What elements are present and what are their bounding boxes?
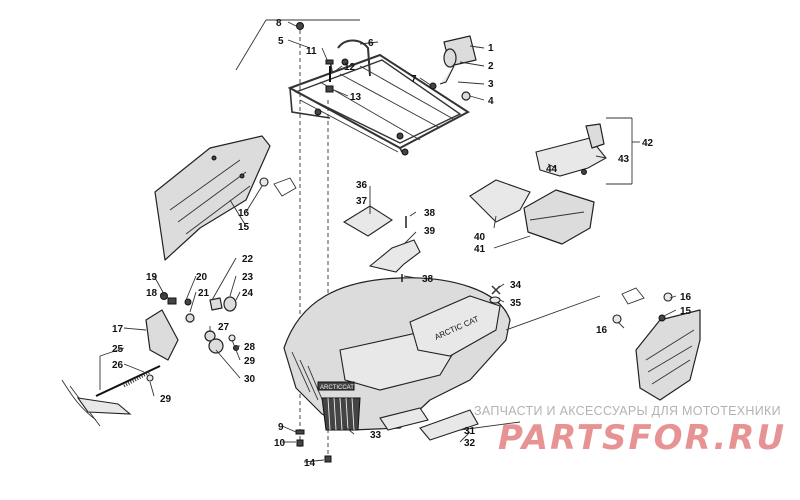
headlight-adjuster-assembly (61, 292, 239, 427)
callout-19: 19 (146, 272, 158, 283)
watermark-caption: ЗАПЧАСТИ И АКСЕССУАРЫ ДЛЯ МОТОТЕХНИКИ (474, 404, 781, 418)
storage-compartment (469, 123, 607, 245)
callout-15-left: 15 (238, 222, 250, 233)
callout-15-right: 15 (680, 306, 692, 317)
callout-labels: 8 5 6 1 2 3 4 7 11 12 13 16 15 42 43 44 … (112, 18, 692, 469)
nut-10 (296, 439, 304, 447)
callout-14: 14 (304, 458, 316, 469)
right-side-panel (612, 287, 701, 401)
callout-25: 25 (112, 344, 124, 355)
callout-3: 3 (488, 79, 494, 90)
callout-22: 22 (242, 254, 254, 265)
callout-23: 23 (242, 272, 254, 283)
callout-1: 1 (488, 43, 494, 54)
callout-27: 27 (218, 322, 230, 333)
callout-43: 43 (618, 154, 630, 165)
callout-16-right-low: 16 (596, 325, 608, 336)
mirror-assembly (429, 35, 477, 101)
callout-12: 12 (344, 62, 356, 73)
leader-lines (99, 19, 677, 463)
callout-20: 20 (196, 272, 208, 283)
callout-32: 32 (464, 438, 476, 449)
callout-2: 2 (488, 61, 494, 72)
callout-7: 7 (411, 74, 417, 85)
callout-30: 30 (244, 374, 256, 385)
callout-29-right: 29 (244, 356, 256, 367)
nut-14 (324, 455, 332, 463)
callout-26: 26 (112, 360, 124, 371)
washer-35 (489, 296, 501, 304)
callout-10: 10 (274, 438, 286, 449)
callout-16-right-high: 16 (680, 292, 692, 303)
callout-28: 28 (244, 342, 256, 353)
callout-41: 41 (474, 244, 486, 255)
callout-38-top: 38 (424, 208, 436, 219)
callout-21: 21 (198, 288, 210, 299)
callout-44: 44 (546, 164, 558, 175)
callout-4: 4 (488, 96, 494, 107)
callout-39: 39 (424, 226, 436, 237)
rack (287, 39, 470, 156)
callout-13: 13 (350, 92, 362, 103)
washer-9 (295, 429, 305, 435)
callout-9: 9 (278, 422, 284, 433)
washer-11 (325, 59, 334, 65)
callout-34: 34 (510, 280, 522, 291)
callout-42: 42 (642, 138, 654, 149)
callout-29-left: 29 (160, 394, 172, 405)
callout-11: 11 (306, 46, 317, 57)
callout-37: 37 (356, 196, 368, 207)
callout-6: 6 (368, 38, 374, 49)
grille-text: ARCTICCAT (320, 385, 354, 391)
watermark-logo: PARTSFOR.RU (498, 418, 787, 458)
bracket-39 (368, 239, 421, 273)
callout-40: 40 (474, 232, 486, 243)
callout-8: 8 (276, 18, 282, 29)
callout-36: 36 (356, 180, 368, 191)
bolt-8 (296, 22, 304, 30)
callout-31: 31 (464, 426, 476, 437)
callout-24: 24 (242, 288, 254, 299)
plate-37 (342, 205, 394, 237)
callout-18: 18 (146, 288, 158, 299)
nut-13 (325, 85, 334, 93)
callout-17: 17 (112, 324, 124, 335)
callout-16-left: 16 (238, 208, 250, 219)
callout-38-bottom: 38 (422, 274, 434, 285)
callout-33: 33 (370, 430, 382, 441)
callout-5: 5 (278, 36, 284, 47)
callout-35: 35 (510, 298, 522, 309)
left-side-panel (154, 135, 297, 261)
front-body: ARCTIC CAT ARCTICCAT (283, 277, 511, 441)
